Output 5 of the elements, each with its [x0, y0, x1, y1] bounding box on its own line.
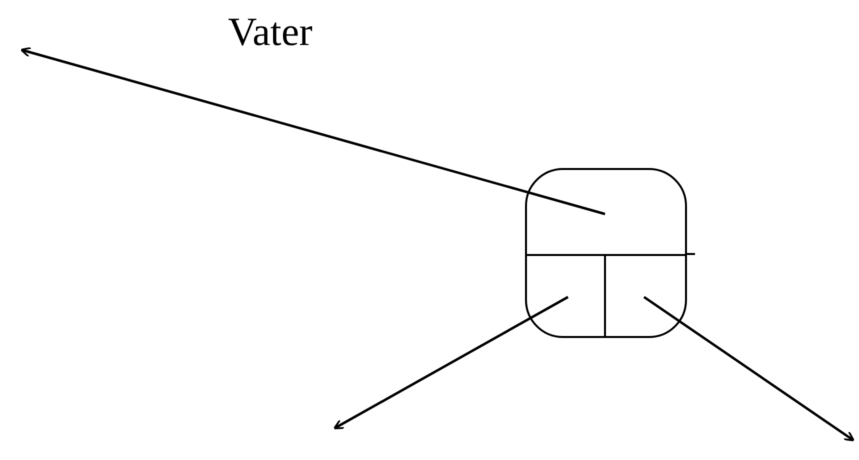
record-box [525, 168, 687, 338]
arrow [333, 296, 569, 430]
edge-label: Vater [228, 12, 312, 52]
arrow [643, 296, 855, 442]
arrow [20, 46, 606, 216]
